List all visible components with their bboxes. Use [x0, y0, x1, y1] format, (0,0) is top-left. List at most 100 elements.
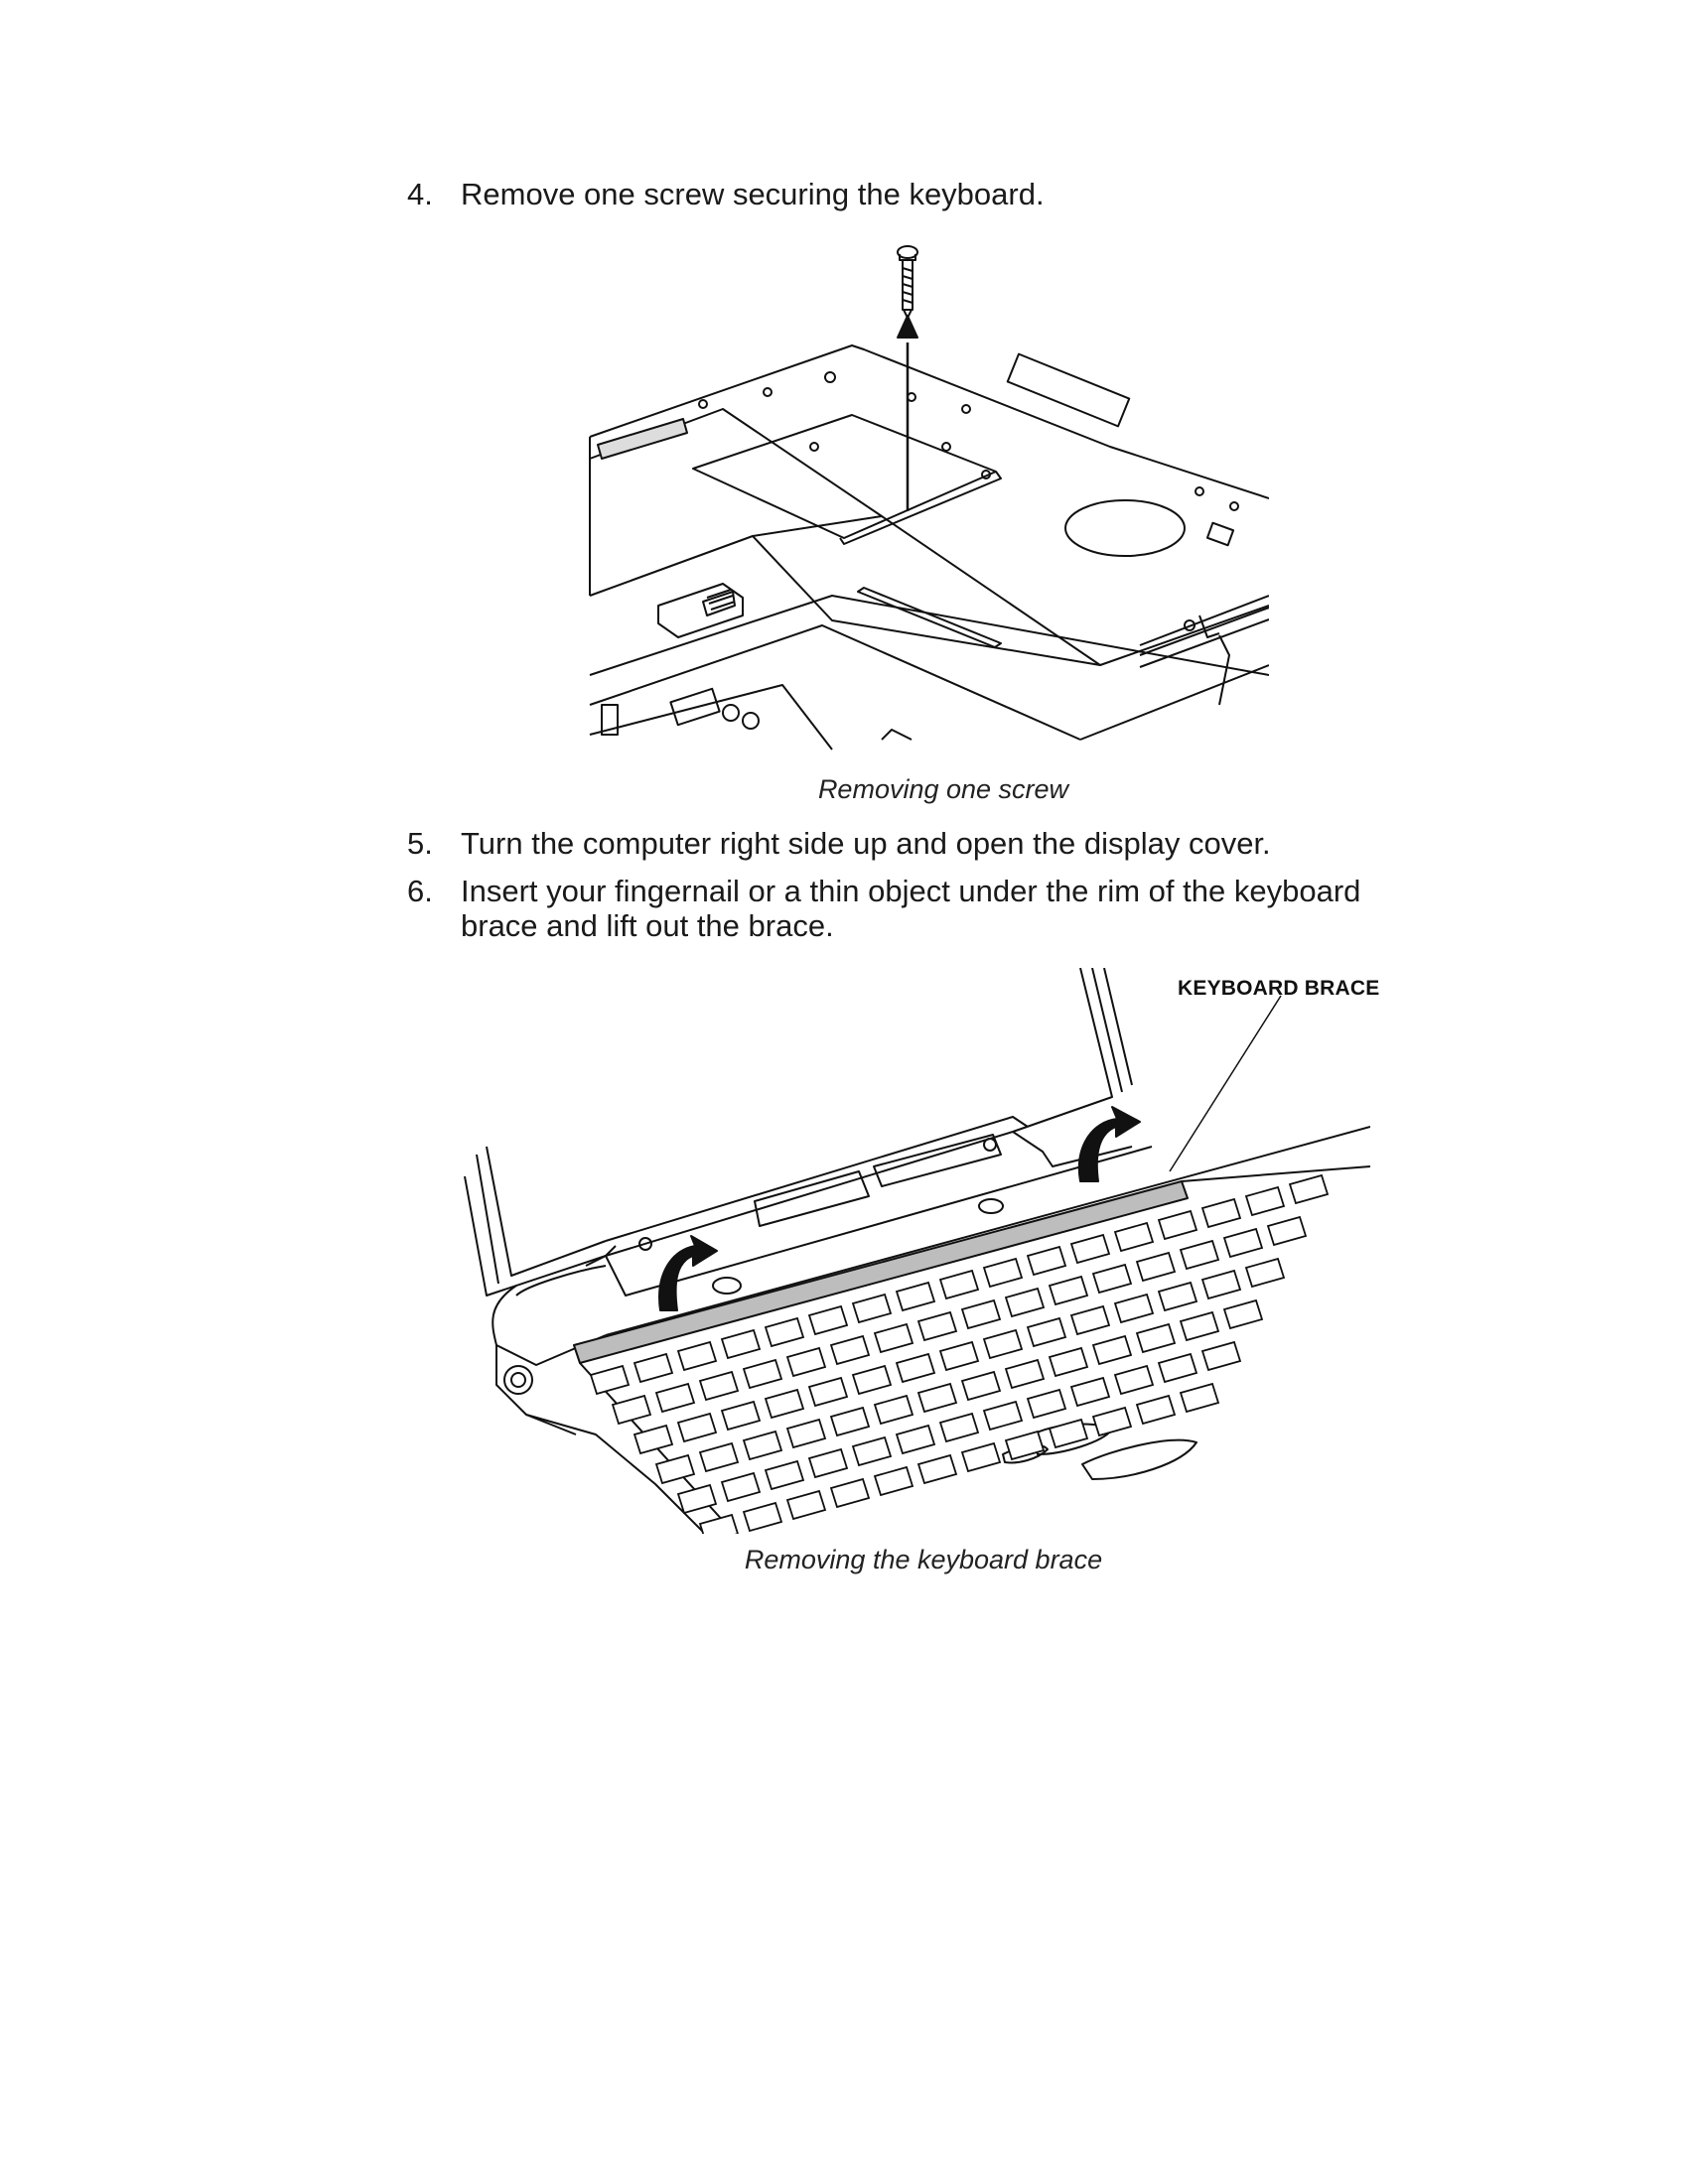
keyboard-key	[1179, 1239, 1220, 1271]
step-text: Insert your fingernail or a thin object …	[461, 874, 1361, 943]
keyboard-key	[1157, 1281, 1198, 1312]
keyboard-key	[1091, 1406, 1133, 1437]
lift-arrow-icon	[897, 315, 918, 511]
keyboard-key	[1048, 1418, 1089, 1449]
keyboard-key	[1004, 1358, 1046, 1390]
keyboard-key	[960, 1441, 1002, 1473]
keyboard-key	[742, 1358, 783, 1390]
keyboard-key	[1200, 1340, 1242, 1372]
laptop-underside-illustration	[589, 245, 1269, 751]
step-number: 6.	[407, 874, 433, 908]
keyboard-key	[1026, 1388, 1067, 1420]
keyboard-key	[1157, 1209, 1198, 1241]
keyboard-key	[873, 1394, 914, 1426]
figure-remove-screw	[584, 238, 1269, 754]
keyboard-key	[916, 1382, 958, 1414]
keyboard-key	[764, 1316, 805, 1348]
keyboard-key	[1091, 1263, 1133, 1295]
keyboard-key	[851, 1435, 893, 1467]
keyboard-brace	[573, 1180, 1189, 1364]
keyboard-key	[589, 1364, 631, 1396]
keyboard-key	[851, 1364, 893, 1396]
keyboard-key	[1200, 1197, 1242, 1229]
keyboard-key	[1179, 1382, 1220, 1414]
lift-arrow-icon	[658, 1235, 718, 1311]
keyboard-key	[1200, 1269, 1242, 1300]
keyboard-key	[785, 1418, 827, 1449]
keyboard-key	[1069, 1304, 1111, 1336]
keyboard-key	[938, 1269, 980, 1300]
figure-caption: Removing the keyboard brace	[744, 1545, 1103, 1574]
keyboard-key	[1004, 1430, 1046, 1461]
keyboard-key	[895, 1352, 936, 1384]
keyboard-key	[982, 1400, 1024, 1432]
keyboard-key	[742, 1430, 783, 1461]
keyboard-key	[1069, 1376, 1111, 1408]
keyboard-key	[938, 1412, 980, 1443]
keyboard-key	[895, 1424, 936, 1455]
keyboard-key	[916, 1453, 958, 1485]
keyboard-key	[1266, 1215, 1308, 1247]
keyboard-key	[829, 1334, 871, 1366]
keyboard-key	[654, 1453, 696, 1485]
keyboard-key	[1222, 1298, 1264, 1330]
keyboard-key	[982, 1328, 1024, 1360]
keyboard-key	[1026, 1316, 1067, 1348]
keyboard-key	[1135, 1251, 1177, 1283]
screw-icon	[897, 245, 918, 319]
keyboard-key	[1091, 1334, 1133, 1366]
keyboard-key	[676, 1412, 718, 1443]
keyboard-key	[1048, 1346, 1089, 1378]
keyboard-key	[1135, 1322, 1177, 1354]
keyboard-key	[676, 1340, 718, 1372]
keyboard-key	[807, 1304, 849, 1336]
keyboard-key	[1135, 1394, 1177, 1426]
keyboard-key	[873, 1322, 914, 1354]
keyboard-key	[1113, 1221, 1155, 1253]
keyboard-key	[807, 1376, 849, 1408]
keyboard-key	[720, 1471, 762, 1503]
keyboard-key	[764, 1459, 805, 1491]
keyboard-key	[873, 1465, 914, 1497]
keyboard-key	[1288, 1173, 1330, 1205]
keyboard-key	[764, 1388, 805, 1420]
keyboard-key	[698, 1370, 740, 1402]
keyboard-key	[1048, 1275, 1089, 1306]
keyboard-key	[676, 1483, 718, 1515]
figure-caption: Removing one screw	[817, 774, 1069, 804]
keyboard-key	[1069, 1233, 1111, 1265]
keyboard-key	[611, 1394, 652, 1426]
keyboard-key	[938, 1340, 980, 1372]
keyboard-key	[982, 1257, 1024, 1289]
lift-arrow-icon	[1077, 1106, 1141, 1182]
keyboard-key	[654, 1382, 696, 1414]
callout-keyboard-brace: KEYBOARD BRACE	[1178, 977, 1380, 1000]
keyboard-key	[1244, 1257, 1286, 1289]
figure-remove-keyboard-brace	[457, 968, 1370, 1534]
keyboard-key	[916, 1310, 958, 1342]
step-number: 4.	[407, 177, 433, 211]
keyboard-key	[1179, 1310, 1220, 1342]
keyboard-key	[807, 1447, 849, 1479]
laptop-keyboard-illustration	[464, 968, 1370, 1534]
keyboard-key	[829, 1477, 871, 1509]
keyboard-key	[633, 1424, 674, 1455]
keyboard-key	[785, 1489, 827, 1521]
keyboard-key	[1026, 1245, 1067, 1277]
keyboard-key	[960, 1298, 1002, 1330]
step-text: Remove one screw securing the keyboard.	[461, 177, 1045, 211]
keyboard-key	[1113, 1293, 1155, 1324]
keyboard-key	[1113, 1364, 1155, 1396]
keyboard-key	[720, 1328, 762, 1360]
keyboard-key	[698, 1441, 740, 1473]
keyboard-key	[960, 1370, 1002, 1402]
keyboard-key	[829, 1406, 871, 1437]
keyboard-key	[1004, 1287, 1046, 1318]
step-number: 5.	[407, 826, 433, 861]
keyboard-key	[720, 1400, 762, 1432]
keyboard-key	[895, 1281, 936, 1312]
keyboard-key	[1222, 1227, 1264, 1259]
keyboard-key	[1244, 1185, 1286, 1217]
keyboard-key	[851, 1293, 893, 1324]
keyboard-key	[633, 1352, 674, 1384]
